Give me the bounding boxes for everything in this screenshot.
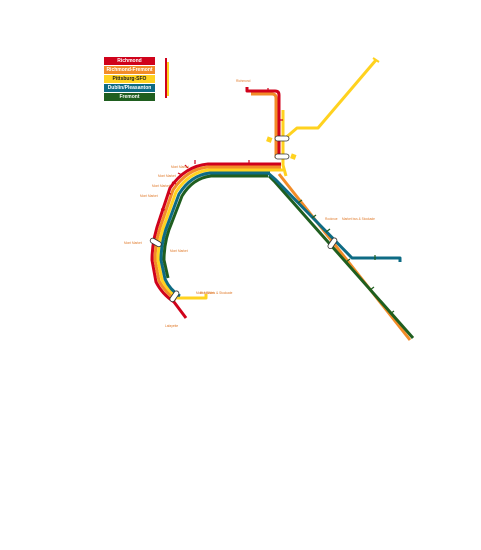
- station-tick-2: [184, 164, 189, 169]
- line-se-green[interactable]: [267, 174, 415, 339]
- station-label-5: Mont Market: [124, 241, 142, 245]
- station-tick-4: [171, 181, 177, 185]
- station-ticks: [160, 88, 283, 211]
- station-tick-6: [160, 208, 166, 211]
- legend-item-fremont[interactable]: Fremont: [104, 93, 155, 101]
- line-trunk-orange[interactable]: [153, 165, 281, 302]
- line-richmond-branch-red[interactable]: [245, 87, 281, 158]
- transfer-station-west[interactable]: [149, 237, 162, 248]
- line-trunk-yellow[interactable]: [156, 168, 283, 300]
- station-tick-se-3: [325, 228, 331, 233]
- legend-item-richmond[interactable]: Richmond: [104, 57, 155, 65]
- legend-item-pittsburg-sfo[interactable]: Pittsburg-SFO: [104, 75, 155, 83]
- line-richmond-branch-yellow[interactable]: [281, 110, 288, 177]
- yellow-marker-2: [290, 153, 297, 160]
- station-tick-se-4: [345, 258, 351, 263]
- line-pittsburg-branch[interactable]: [282, 59, 378, 142]
- station-label-2: Mont Market: [158, 174, 176, 178]
- map-legend: Richmond Richmond-Fremont Pittsburg-SFO …: [104, 57, 155, 102]
- line-richmond-branch-orange[interactable]: [251, 92, 278, 158]
- line-se-orange[interactable]: [277, 173, 412, 341]
- line-trunk-teal[interactable]: [159, 171, 270, 298]
- station-label-6: Mont Market: [170, 249, 188, 253]
- station-tick-3: [177, 172, 183, 176]
- station-label-10: Bus Chiles & Stockade: [200, 291, 233, 295]
- station-tick-se-2: [311, 214, 317, 219]
- line-trunk-green[interactable]: [162, 174, 268, 279]
- station-label-lafayette: Lafayette: [165, 324, 178, 328]
- station-label-9: Market bus & Stockade: [342, 217, 375, 221]
- station-label-7: Mont Market: [196, 291, 214, 295]
- station-tick-se-6: [389, 310, 395, 315]
- transfer-station-oakland[interactable]: [274, 153, 290, 160]
- station-tick-se-5: [369, 286, 375, 291]
- yellow-marker-1: [266, 136, 273, 143]
- transfer-station-east[interactable]: [327, 237, 338, 250]
- station-label-1: Mont Market: [171, 165, 189, 169]
- station-label-3: Mont Market: [152, 184, 170, 188]
- legend-item-dublin-pleasanton[interactable]: Dublin/Pleasanton: [104, 84, 155, 92]
- end-tick-pittsburg: [372, 57, 380, 63]
- station-label-4: Mont Market: [140, 194, 158, 198]
- station-label-richmond: Richmond: [236, 79, 251, 83]
- station-label-8: Rocknue: [325, 217, 338, 221]
- station-ticks-se: [297, 199, 395, 315]
- transfer-station-north[interactable]: [274, 135, 290, 142]
- legend-item-richmond-fremont[interactable]: Richmond-Fremont: [104, 66, 155, 74]
- transfer-station-south[interactable]: [169, 290, 180, 303]
- line-se-teal[interactable]: [267, 171, 402, 262]
- station-tick-se-1: [297, 199, 303, 204]
- station-tick-5: [166, 192, 172, 195]
